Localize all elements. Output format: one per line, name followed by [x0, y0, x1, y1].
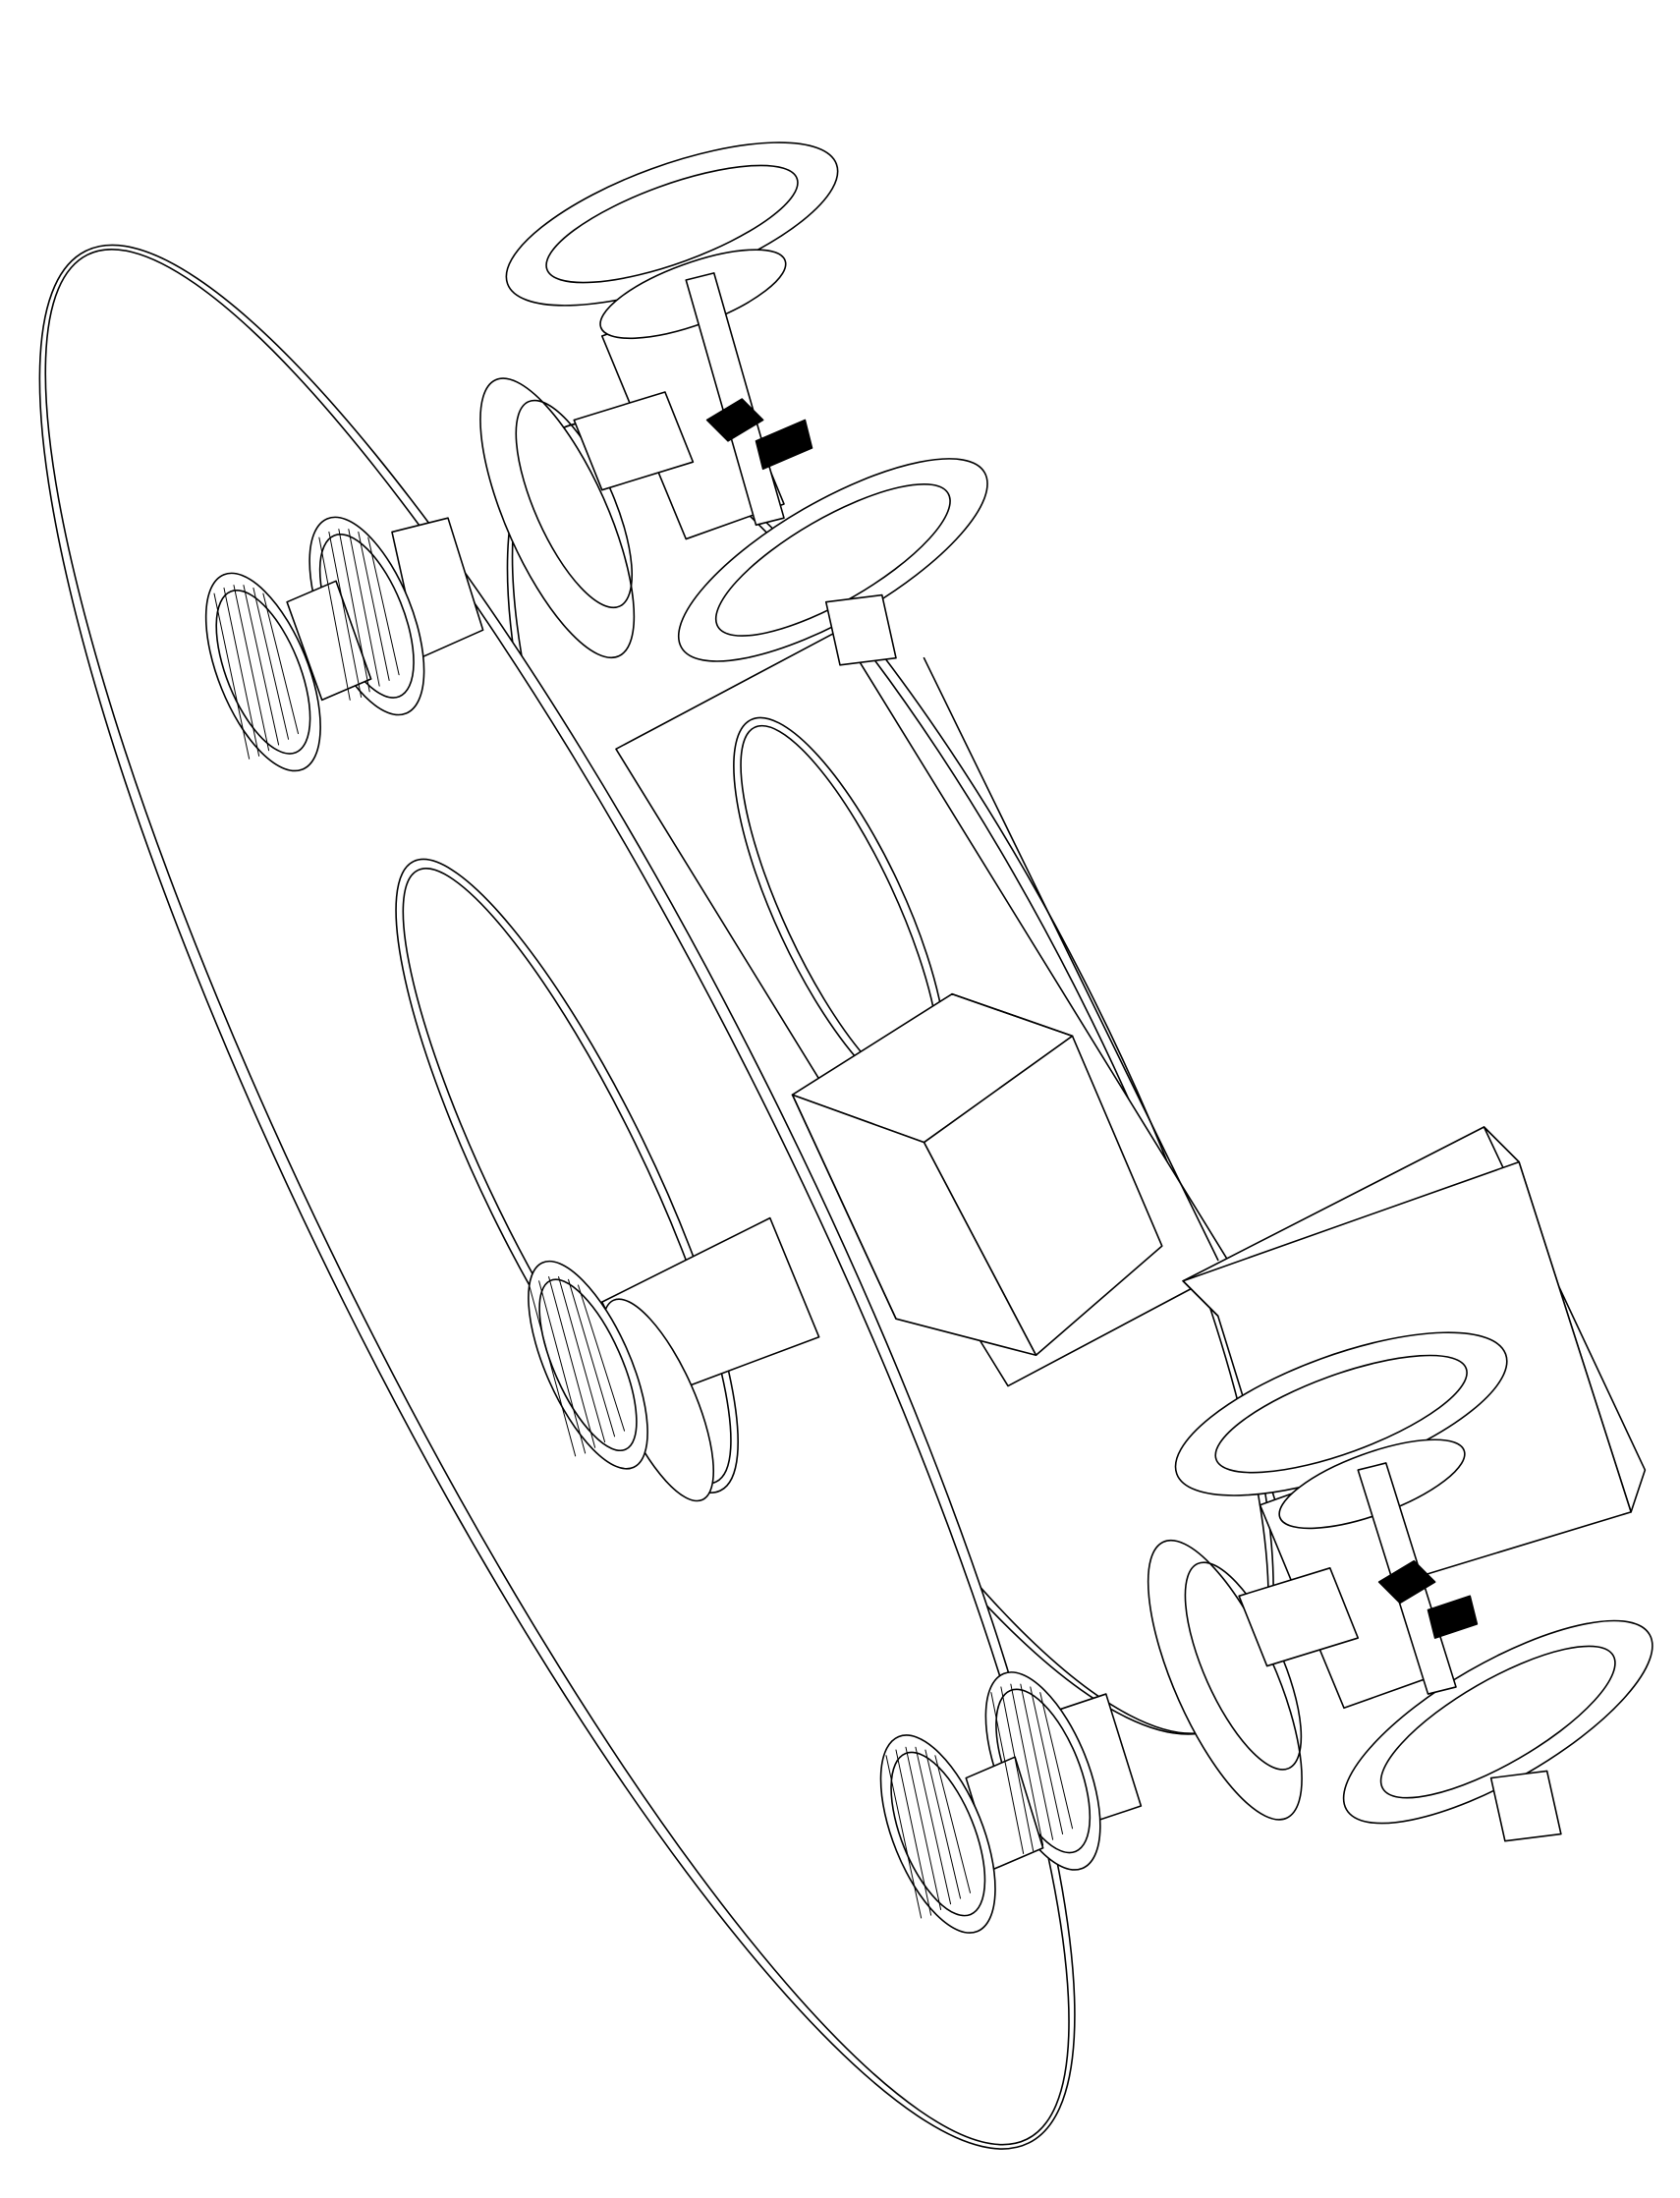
- lower-flange-assembly: [1117, 1299, 1679, 1860]
- timing-pulley-middle: [504, 1218, 819, 1515]
- timing-pulley-lower-pair: [857, 1657, 1141, 1947]
- upper-flange-assembly: [450, 109, 1014, 699]
- middle-small-disc-upper: [693, 693, 986, 1128]
- timing-pulley-upper-pair: [183, 502, 483, 786]
- upper-gearbox: [793, 994, 1162, 1356]
